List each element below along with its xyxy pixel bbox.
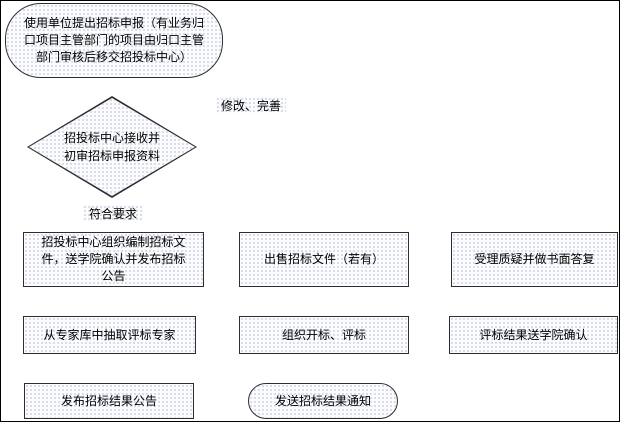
edge-label-revise: 修改、完善 xyxy=(216,97,286,113)
process-box-select-experts: 从专家库中抽取评标专家 xyxy=(23,316,196,354)
edge-label-meets-requirements: 符合要求 xyxy=(83,205,143,221)
process-box-handle-queries: 受理质疑并做书面答复 xyxy=(451,232,618,287)
process-box-result-confirm: 评标结果送学院确认 xyxy=(449,316,618,354)
process-box-publish-result: 发布招标结果公告 xyxy=(24,383,194,419)
end-node: 发送招标结果通知 xyxy=(248,383,398,419)
start-node: 使用单位提出招标申报（有业务归 口项目主管部门的项目由归口主管 部门审核后移交招… xyxy=(5,3,223,78)
process-box-bid-opening: 组织开标、评标 xyxy=(239,316,409,354)
decision-diamond-label: 招投标中心接收并 初审招标申报资料 xyxy=(63,131,160,163)
process-box-sell-documents: 出售招标文件（若有） xyxy=(239,232,409,287)
process-box-prepare-documents: 招投标中心组织编制招标文 件，送学院确认并发布招标 公告 xyxy=(23,232,204,287)
